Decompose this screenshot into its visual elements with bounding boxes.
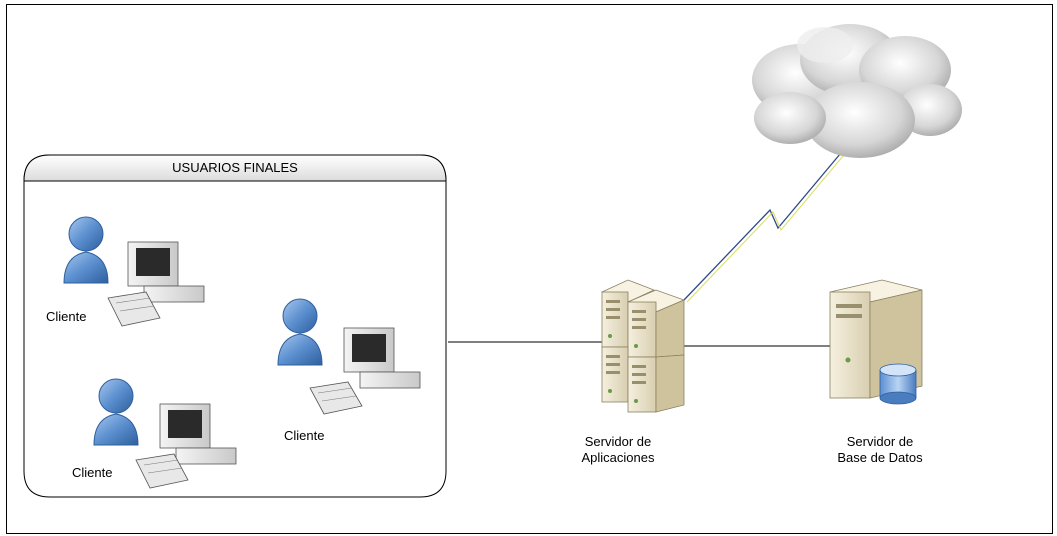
lightning-link-icon bbox=[683, 134, 860, 303]
computer-icon bbox=[107, 241, 205, 327]
database-server-icon bbox=[829, 279, 923, 405]
db-server-label-line1: Servidor de bbox=[846, 434, 914, 449]
group-title: USUARIOS FINALES bbox=[172, 160, 298, 175]
user-icon bbox=[277, 298, 323, 366]
server-rack-icon bbox=[600, 279, 686, 413]
db-server-label-line2: Base de Datos bbox=[837, 450, 923, 465]
app-server-label: Servidor de Aplicaciones bbox=[560, 434, 676, 466]
user-icon bbox=[93, 378, 139, 446]
diagram-frame bbox=[6, 4, 1053, 534]
db-server-label: Servidor de Base de Datos bbox=[820, 434, 940, 466]
workstation-3 bbox=[277, 298, 421, 415]
workstation-1 bbox=[63, 216, 205, 327]
end-users-group bbox=[23, 154, 447, 498]
user-icon bbox=[63, 216, 109, 284]
computer-icon bbox=[135, 403, 237, 489]
app-server-label-line1: Servidor de bbox=[584, 434, 652, 449]
client-label: Cliente bbox=[72, 465, 113, 480]
client-label: Cliente bbox=[46, 309, 87, 324]
app-server-label-line2: Aplicaciones bbox=[581, 450, 655, 465]
cloud-icon bbox=[752, 24, 962, 158]
workstation-2 bbox=[93, 378, 237, 489]
client-label: Cliente bbox=[284, 428, 325, 443]
computer-icon bbox=[309, 327, 421, 415]
